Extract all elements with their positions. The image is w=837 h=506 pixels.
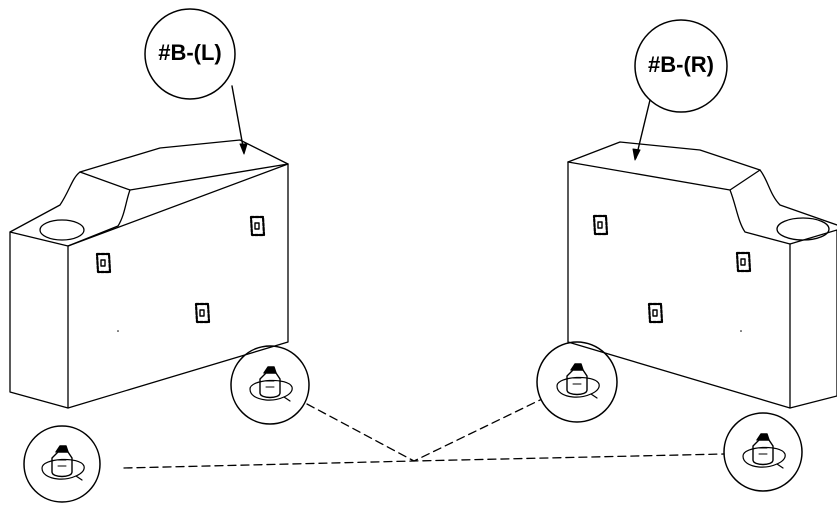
leader-lines: [123, 399, 725, 469]
left-block-side-face: [9, 231, 69, 409]
detail-circle-right-upper: [536, 341, 618, 423]
right-block-hole: [776, 217, 830, 241]
square-hole-icon: [592, 214, 609, 236]
right-block-top-edge: [567, 141, 761, 171]
square-hole-icon: [647, 302, 664, 324]
square-hole-icon: [194, 302, 211, 324]
detail-circle-right-lower: [723, 412, 803, 492]
left-block-hole: [39, 219, 85, 241]
square-hole-icon: [95, 252, 112, 274]
left-callout: [144, 8, 248, 155]
right-callout: [632, 19, 728, 161]
detail-circle-left-upper: [230, 345, 310, 425]
callout-label-right: #B-(R): [648, 52, 714, 77]
detail-circle-left-lower: [23, 425, 101, 503]
left-block: [9, 139, 289, 409]
right-block: [567, 141, 837, 409]
square-hole-icon: [249, 215, 266, 237]
right-block-side-face: [789, 229, 837, 409]
callout-label-left: #B-(L): [158, 40, 222, 65]
left-block-top-edge: [79, 139, 289, 173]
left-block-front-face: [67, 163, 289, 409]
right-block-front-face: [567, 161, 791, 409]
square-hole-icon: [735, 251, 752, 273]
